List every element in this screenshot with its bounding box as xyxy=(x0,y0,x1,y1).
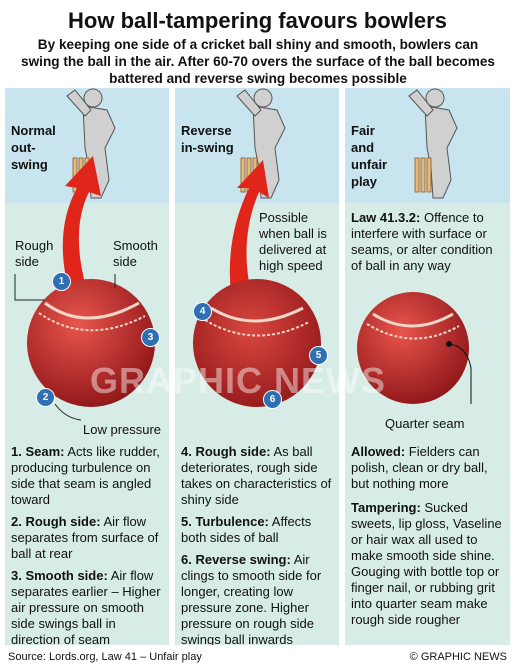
explanation-item: 1. Seam: Acts like rudder, producing tur… xyxy=(11,444,160,507)
panel-label: Normal out- swing xyxy=(11,122,56,173)
quarter-seam-label: Quarter seam xyxy=(385,416,465,431)
panel-label-line: Fair xyxy=(351,123,375,138)
explanation-item: 4. Rough side: As ball deteriorates, rou… xyxy=(181,444,332,507)
panel-normal-outswing: Normal out- swing xyxy=(5,88,169,645)
credit: © GRAPHIC NEWS xyxy=(409,651,507,663)
explanation-list: 4. Rough side: As ball deteriorates, rou… xyxy=(181,444,337,645)
explanation-item: Tampering: Sucked sweets, lip gloss, Vas… xyxy=(351,500,502,627)
stumps-icon xyxy=(414,157,432,193)
marker-4: 4 xyxy=(193,302,212,321)
source-note: Source: Lords.org, Law 41 – Unfair play xyxy=(8,651,202,663)
panel-reverse-inswing: Reverse in-swing Possible when ball is d… xyxy=(175,88,339,645)
panel-label-line: in-swing xyxy=(181,140,234,155)
smooth-side-label: Smooth side xyxy=(113,238,158,269)
explanation-list: Allowed: Fielders can polish, clean or d… xyxy=(351,444,506,628)
explanation-item: 6. Reverse swing: Air clings to smooth s… xyxy=(181,552,322,645)
marker-2: 2 xyxy=(36,388,55,407)
low-pressure-label: Low pressure xyxy=(83,422,162,437)
panel-label-line: Normal xyxy=(11,123,56,138)
marker-6: 6 xyxy=(263,390,282,409)
explanation-list: 1. Seam: Acts like rudder, producing tur… xyxy=(11,444,167,645)
panel-label-line: and xyxy=(351,140,375,155)
panel-label-line: out- xyxy=(11,140,36,155)
explanation-item: 2. Rough side: Air flow separates from s… xyxy=(11,514,159,561)
panel-label: Reverse in-swing xyxy=(181,122,234,156)
panel-label-line: play xyxy=(351,174,378,189)
batsman-icon xyxy=(408,88,458,199)
law-text: Law 41.3.2: Offence to interfere with su… xyxy=(351,210,493,273)
panel-label-line: Reverse xyxy=(181,123,232,138)
explanation-item: Allowed: Fielders can polish, clean or d… xyxy=(351,444,488,491)
marker-5: 5 xyxy=(309,346,328,365)
panel-label-line: unfair xyxy=(351,157,388,172)
swing-arrow-icon xyxy=(62,156,101,283)
explanation-item: 5. Turbulence: Affects both sides of bal… xyxy=(181,514,312,545)
marker-1: 1 xyxy=(52,272,71,291)
explanation-item: 3. Smooth side: Air flow separates earli… xyxy=(11,568,161,645)
cricket-ball-icon xyxy=(193,279,321,407)
page-title: How ball-tampering favours bowlers xyxy=(68,8,447,33)
marker-3: 3 xyxy=(141,328,160,347)
high-speed-note: Possible when ball is delivered at high … xyxy=(259,210,327,273)
panel-fair-unfair: Fair and unfair play Law 41.3.2: Offence… xyxy=(345,88,510,645)
panel-label-line: swing xyxy=(11,157,48,172)
illustration-normal xyxy=(14,88,155,421)
intro-text: By keeping one side of a cricket ball sh… xyxy=(21,37,495,86)
watermark: GRAPHIC NEWS xyxy=(90,360,387,401)
illustration-reverse xyxy=(193,88,321,407)
swing-arrow-icon xyxy=(229,160,269,293)
rough-side-label: Rough side xyxy=(15,238,54,269)
panel-label: Fair and unfair play xyxy=(351,122,387,190)
illustration-fair xyxy=(357,88,472,404)
